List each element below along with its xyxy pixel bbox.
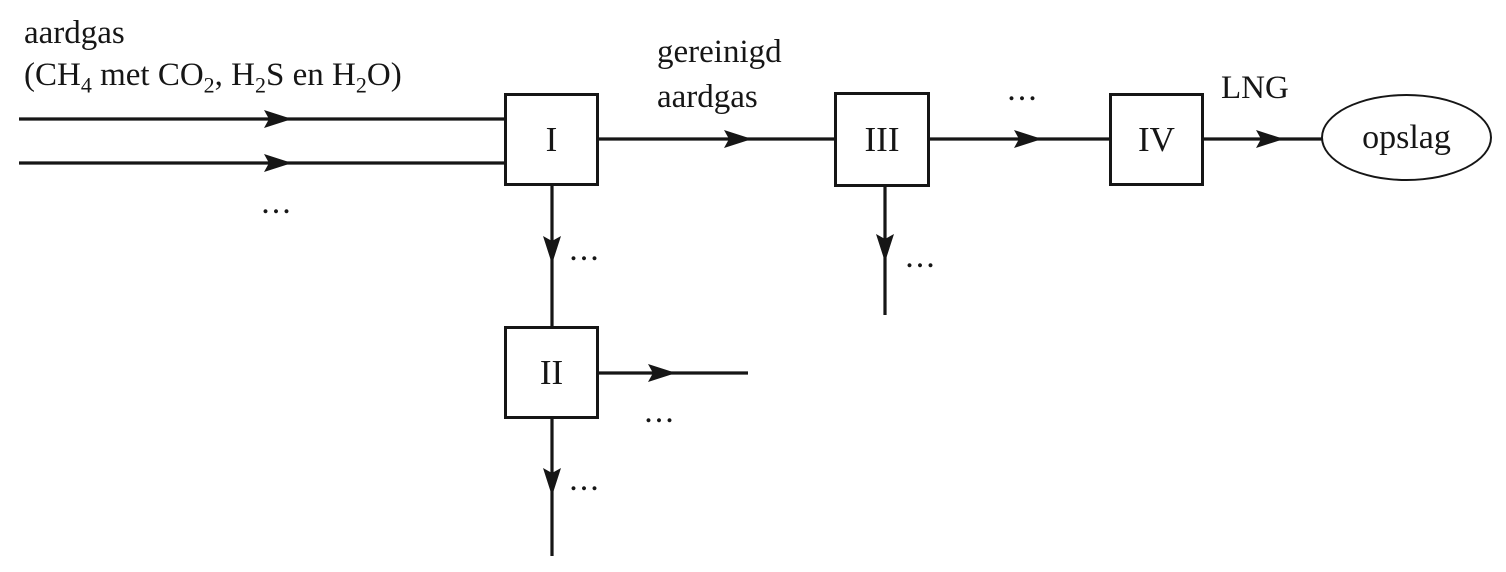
- box1-down-arrow: [543, 186, 561, 326]
- process-box-4-label: IV: [1138, 119, 1175, 159]
- ellipsis-feed: ...: [261, 184, 293, 221]
- lng-label: LNG: [1221, 70, 1289, 106]
- formula-close: O): [366, 57, 402, 93]
- formula-seg1: met CO: [91, 57, 204, 93]
- process-box-4: IV: [1109, 93, 1204, 186]
- process-box-1-label: I: [545, 119, 558, 159]
- formula-sub2: 2: [203, 72, 215, 98]
- storage-label: opslag: [1362, 118, 1451, 156]
- ellipsis-below-box2: ...: [569, 461, 601, 498]
- formula-open: (CH: [24, 57, 81, 93]
- lng-arrow: [1204, 130, 1322, 148]
- storage-node: opslag: [1321, 94, 1492, 181]
- ellipsis-below-box1: ...: [569, 231, 601, 268]
- ellipsis-right-of-box2: ...: [644, 393, 676, 430]
- purified-gas-label-line2: aardgas: [657, 79, 758, 115]
- ellipsis-below-box3: ...: [905, 238, 937, 275]
- formula-sub4: 2: [355, 72, 367, 98]
- feed-label: aardgas (CH4 met CO2, H2S en H2O): [24, 12, 402, 96]
- process-box-2: II: [504, 326, 599, 419]
- purified-gas-arrow: [599, 130, 834, 148]
- ellipsis-before-box4: ...: [1007, 71, 1039, 108]
- process-box-2-label: II: [539, 352, 564, 392]
- process-box-3-label: III: [864, 119, 900, 159]
- feed-stream-1-arrow: [19, 110, 504, 128]
- process-box-1: I: [504, 93, 599, 186]
- formula-seg2: , H: [214, 57, 256, 93]
- box3-to-box4-arrow: [930, 130, 1109, 148]
- box2-right-arrow: [599, 364, 748, 382]
- box3-down-arrow: [876, 187, 894, 315]
- purified-gas-label-line1: gereinigd: [657, 34, 782, 70]
- feed-stream-2-arrow: [19, 154, 504, 172]
- feed-label-formula: (CH4 met CO2, H2S en H2O): [24, 54, 402, 96]
- box2-down-arrow: [543, 419, 561, 556]
- formula-seg3: S en H: [266, 57, 356, 93]
- process-box-3: III: [834, 92, 930, 187]
- formula-sub3: 2: [255, 72, 267, 98]
- purified-gas-label: gereinigd aardgas: [657, 30, 782, 120]
- feed-label-line1: aardgas: [24, 15, 125, 51]
- formula-sub1: 4: [80, 72, 92, 98]
